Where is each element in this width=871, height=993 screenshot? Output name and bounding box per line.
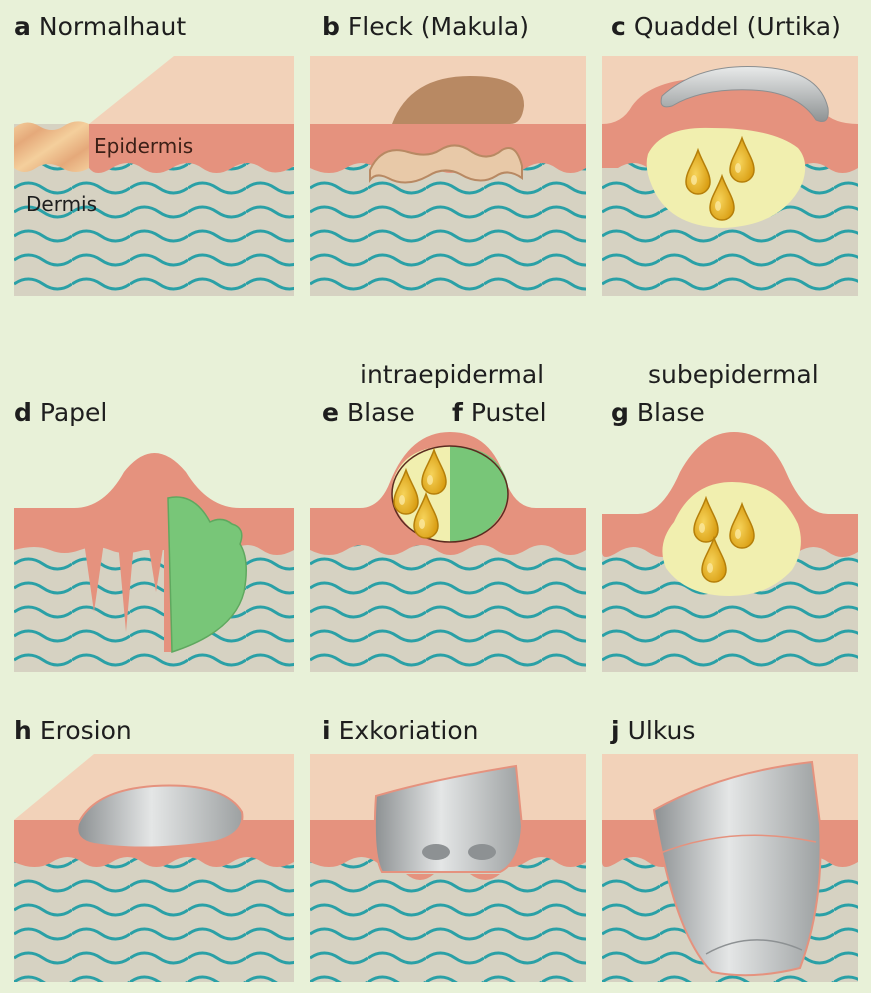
panel-blase-pustel [310,432,586,672]
panel-erosion [14,754,294,982]
panel-papel [14,432,294,672]
group-label-subepidermal: subepidermal [648,362,819,387]
epidermis-label: Epidermis [94,134,193,158]
dermis-label: Dermis [26,192,97,216]
panel-ulkus [602,754,858,982]
panel-fleck-makula [310,56,586,296]
panel-exkoriation [310,754,586,982]
panel-subepidermal-blase [602,432,858,672]
group-label-intraepidermal: intraepidermal [360,362,544,387]
panel-normalhaut: Epidermis Dermis [14,56,294,296]
panel-quaddel-urtika [602,56,858,296]
